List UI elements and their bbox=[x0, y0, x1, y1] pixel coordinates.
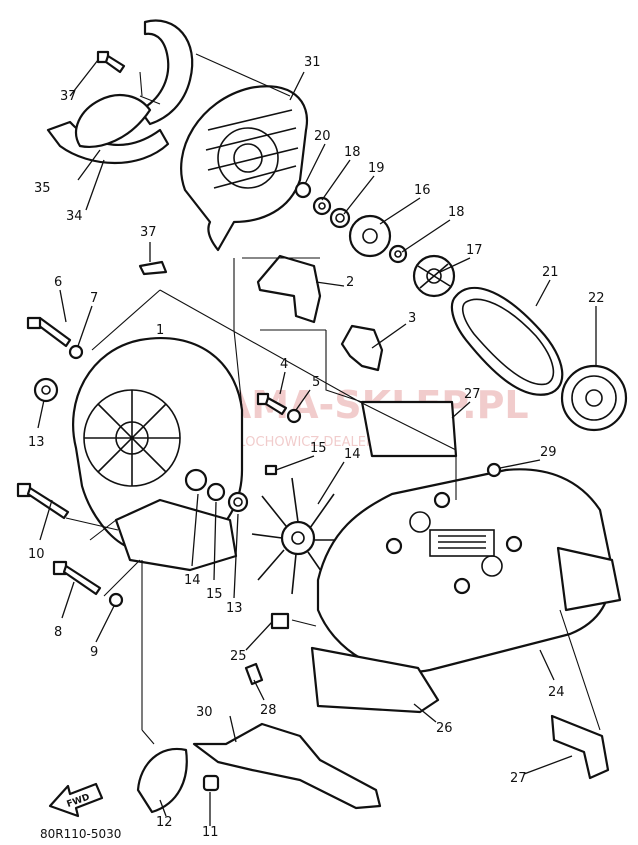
callout-37: 37 bbox=[140, 225, 157, 240]
callout-33: 31 bbox=[304, 55, 321, 70]
part-12-cap bbox=[136, 747, 188, 814]
part-24-pulley bbox=[560, 364, 628, 432]
callout-25: 24 bbox=[548, 685, 565, 700]
part-2-plate bbox=[256, 254, 322, 324]
callout-35: 35 bbox=[34, 181, 51, 196]
part-10-bolt bbox=[16, 482, 70, 520]
part-32-cover-plate bbox=[192, 722, 382, 810]
part-36-bolt bbox=[96, 50, 126, 74]
part-23-belt bbox=[450, 286, 564, 396]
part-1-fan-housing bbox=[72, 337, 244, 572]
part-13-seal-left bbox=[33, 377, 59, 403]
part-18-pulley-upper bbox=[348, 214, 392, 258]
part-33-cover bbox=[180, 85, 309, 252]
fwd-arrow-icon: FWD bbox=[48, 782, 104, 818]
part-34-band bbox=[74, 93, 152, 148]
callout-22: 20 bbox=[314, 129, 331, 144]
callout-2: 2 bbox=[346, 275, 354, 290]
part-22-nut bbox=[294, 181, 312, 199]
callout-3: 3 bbox=[408, 311, 416, 326]
part-29-bracket bbox=[550, 714, 610, 780]
callout-31: 29 bbox=[540, 445, 557, 460]
part-13-seal-right bbox=[227, 491, 249, 513]
callout-28: 27 bbox=[464, 387, 481, 402]
part-7-washer bbox=[68, 344, 84, 360]
callout-30: 28 bbox=[260, 703, 277, 718]
part-25-shroud bbox=[316, 468, 622, 673]
callout-21: 19 bbox=[368, 161, 385, 176]
leader-lines bbox=[37, 59, 597, 826]
diagram-code: 80R110-5030 bbox=[40, 827, 121, 841]
part-9-washer bbox=[108, 592, 124, 608]
callout-16: 14 bbox=[344, 447, 361, 462]
callout-7: 7 bbox=[90, 291, 98, 306]
callouts: 31 37 20 18 19 16 18 17 21 22 35 34 37 2… bbox=[28, 55, 605, 840]
part-19-collar bbox=[388, 244, 408, 264]
callout-15: 15 bbox=[206, 587, 223, 602]
part-16-fan bbox=[251, 477, 346, 595]
callout-23: 21 bbox=[542, 265, 559, 280]
callout-13a: 13 bbox=[28, 435, 45, 450]
part-3-bracket bbox=[340, 324, 384, 372]
part-31-grommet bbox=[486, 462, 502, 478]
callout-36: 37 bbox=[60, 89, 77, 104]
part-15-collar bbox=[206, 482, 226, 502]
callout-20: 18 bbox=[344, 145, 361, 160]
callout-10: 10 bbox=[28, 547, 45, 562]
part-18-pulley-lower bbox=[412, 254, 456, 298]
part-27-seal bbox=[310, 646, 440, 714]
part-11-nut bbox=[202, 774, 220, 792]
callout-24: 22 bbox=[588, 291, 605, 306]
callout-18b: 17 bbox=[466, 243, 483, 258]
part-5-washer bbox=[286, 408, 302, 424]
part-6-bolt bbox=[26, 316, 72, 348]
callout-8: 8 bbox=[54, 625, 62, 640]
callout-9: 9 bbox=[90, 645, 98, 660]
part-17-key bbox=[264, 464, 278, 476]
part-14-collar bbox=[184, 468, 208, 492]
part-37-clip bbox=[138, 260, 168, 276]
callout-27: 26 bbox=[436, 721, 453, 736]
callout-19: 18 bbox=[448, 205, 465, 220]
callout-13b: 13 bbox=[226, 601, 243, 616]
part-20-washer bbox=[312, 196, 332, 216]
callout-34: 34 bbox=[66, 209, 83, 224]
callout-18a: 16 bbox=[414, 183, 431, 198]
callout-32: 30 bbox=[196, 705, 213, 720]
part-4-bolt bbox=[256, 392, 288, 416]
callout-4: 4 bbox=[280, 357, 288, 372]
callout-11: 11 bbox=[202, 825, 219, 840]
grouping-lines bbox=[65, 53, 601, 745]
callout-1: 1 bbox=[156, 323, 164, 338]
callout-12: 12 bbox=[156, 815, 173, 830]
part-8-bolt bbox=[52, 560, 102, 596]
callout-6: 6 bbox=[54, 275, 62, 290]
callout-29: 27 bbox=[510, 771, 527, 786]
part-30-screw bbox=[244, 662, 264, 686]
callout-17: 15 bbox=[310, 441, 327, 456]
callout-26: 25 bbox=[230, 649, 247, 664]
part-26-clip bbox=[270, 612, 290, 630]
callout-14: 14 bbox=[184, 573, 201, 588]
callout-5: 5 bbox=[312, 375, 320, 390]
